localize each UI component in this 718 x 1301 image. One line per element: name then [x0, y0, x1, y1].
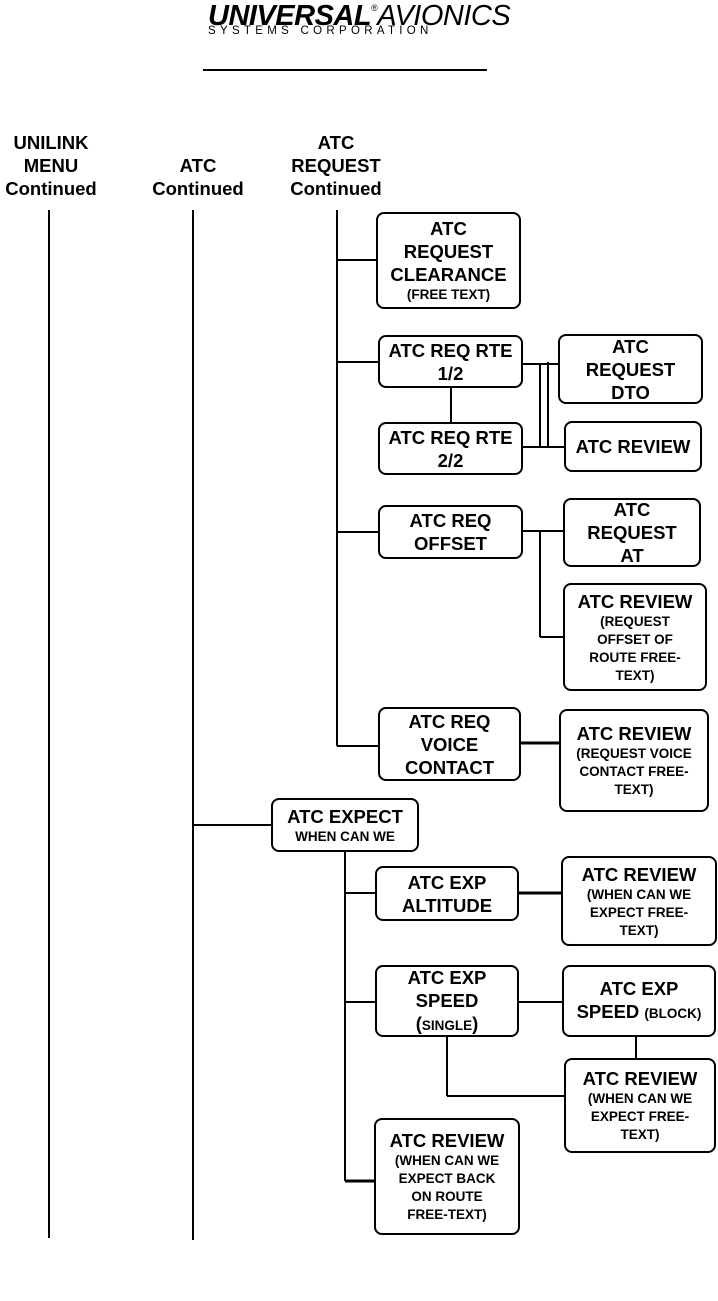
box-subtitle: (WHEN CAN WE EXPECT BACK ON ROUTE FREE-T… [394, 1153, 500, 1222]
box-title: ATC REQUEST CLEARANCE [390, 218, 507, 285]
atc-exp-altitude-box: ATC EXP ALTITUDE [375, 866, 519, 921]
box-subtitle: WHEN CAN WE [295, 828, 395, 844]
atc-exp-speed-single-box: ATC EXP SPEED (SINGLE) [375, 965, 519, 1037]
atc-req-offset-box: ATC REQ OFFSET [378, 505, 523, 559]
logo-wordmark: UNIVERSAL®AVIONICS [208, 0, 511, 32]
box-subtitle: (REQUEST OFFSET OF ROUTE FREE- TEXT) [589, 613, 681, 683]
atc-expect-when-can-we-box: ATC EXPECT WHEN CAN WE [271, 798, 419, 852]
box-title: ATC REVIEW [576, 723, 692, 744]
box-title: ATC EXP SPEED [407, 966, 487, 1011]
atc-req-rte-1-2-box: ATC REQ RTE 1/2 [378, 335, 523, 388]
atc-request-clearance-box: ATC REQUEST CLEARANCE (FREE TEXT) [376, 212, 521, 309]
box-title: ATC EXP [599, 978, 679, 999]
atc-review-offset-box: ATC REVIEW (REQUEST OFFSET OF ROUTE FREE… [563, 583, 707, 691]
column-title-atc: ATC Continued [152, 155, 244, 199]
box-title: ATC REQ OFFSET [409, 510, 492, 554]
atc-exp-speed-block-box: ATC EXP SPEED (BLOCK) [562, 965, 716, 1037]
atc-request-at-box: ATC REQUEST AT [563, 498, 701, 567]
box-title: ATC REVIEW [577, 590, 693, 612]
atc-req-voice-contact-box: ATC REQ VOICE CONTACT [378, 707, 521, 781]
universal-avionics-logo: UNIVERSAL®AVIONICS SYSTEMS CORPORATION [200, 0, 511, 50]
box-subtitle: (FREE TEXT) [406, 287, 491, 302]
atc-review-voice-box: ATC REVIEW (REQUEST VOICE CONTACT FREE- … [559, 709, 709, 812]
box-title: ATC REQUEST DTO [585, 335, 676, 403]
box-subtitle: (REQUEST VOICE CONTACT FREE- TEXT) [576, 746, 692, 797]
column-title-unilink-menu: UNILINK MENU Continued [5, 132, 97, 199]
atc-review-altitude-box: ATC REVIEW (WHEN CAN WE EXPECT FREE- TEX… [561, 856, 717, 946]
box-subtitle: (WHEN CAN WE EXPECT FREE- TEXT) [587, 1091, 693, 1142]
atc-review-speed-box: ATC REVIEW (WHEN CAN WE EXPECT FREE- TEX… [564, 1058, 716, 1153]
box-subtitle: (WHEN CAN WE EXPECT FREE- TEXT) [586, 886, 692, 938]
atc-req-rte-2-2-box: ATC REQ RTE 2/2 [378, 422, 523, 475]
box-speed-mode: SPEED (BLOCK) [576, 1001, 702, 1022]
box-title: ATC REQ RTE 1/2 [388, 339, 513, 384]
atc-review-route-box: ATC REVIEW [564, 421, 702, 472]
box-title: ATC REVIEW [581, 863, 697, 885]
box-speed-mode: (SINGLE) [415, 1012, 479, 1034]
atc-request-dto-box: ATC REQUEST DTO [558, 334, 703, 404]
column-title-atc-request: ATC REQUEST Continued [290, 132, 382, 199]
box-title: ATC REVIEW [582, 1068, 698, 1089]
logo-subtitle: SYSTEMS CORPORATION [208, 25, 433, 37]
box-title: ATC REVIEW [389, 1130, 505, 1151]
atc-review-back-on-route-box: ATC REVIEW (WHEN CAN WE EXPECT BACK ON R… [374, 1118, 520, 1235]
box-title: ATC REQUEST AT [587, 499, 677, 566]
box-title: ATC EXP ALTITUDE [401, 871, 493, 916]
box-title: ATC REVIEW [575, 436, 691, 457]
box-title: ATC EXPECT [287, 805, 403, 827]
header-rule [203, 69, 487, 71]
box-title: ATC REQ VOICE CONTACT [404, 710, 495, 778]
box-title: ATC REQ RTE 2/2 [388, 426, 513, 471]
